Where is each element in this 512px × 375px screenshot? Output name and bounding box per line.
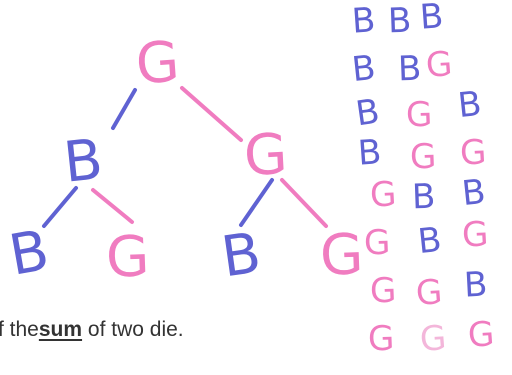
outcome-cell: B [387, 0, 413, 42]
tree-level2-node-g: G [242, 121, 290, 190]
outcome-cell: B [353, 91, 382, 135]
edge-b-to-b [42, 186, 78, 228]
edge-g-to-b [239, 178, 274, 227]
outcome-cell: B [350, 0, 377, 42]
outcome-cell: G [363, 222, 392, 264]
outcome-cell: B [356, 132, 383, 174]
outcome-cell: G [409, 136, 438, 178]
tree-root-node: G [133, 29, 182, 98]
outcome-cell: G [368, 174, 398, 216]
caption-emphasis: sum [38, 318, 83, 341]
outcome-cell: G [466, 314, 496, 356]
outcome-cell: G [424, 44, 454, 86]
outcome-cell: G [458, 132, 488, 174]
outcome-cell: B [415, 219, 444, 263]
tree-leaf-node-4: G [318, 222, 365, 289]
outcome-cell: G [418, 318, 448, 360]
caption-prefix: f the [0, 318, 39, 341]
outcome-cell: B [418, 0, 445, 38]
caption-suffix: of two die. [82, 318, 184, 341]
outcome-cell: G [405, 94, 434, 136]
caption-text: f thesum of two die. [0, 318, 184, 342]
edge-root-to-g [180, 86, 243, 142]
outcome-cell: B [349, 47, 378, 91]
tree-level2-node-b: B [60, 127, 106, 196]
outcome-cell: G [367, 318, 396, 360]
outcome-cell: G [414, 272, 444, 314]
outcome-cell: B [411, 176, 437, 218]
outcome-cell: G [460, 214, 490, 256]
outcome-cell: B [397, 48, 423, 90]
outcome-cell: G [369, 270, 398, 312]
outcome-cell: B [455, 83, 484, 127]
outcome-cell: B [462, 264, 489, 306]
outcome-cell: B [459, 171, 488, 215]
edge-g-to-g [280, 178, 328, 228]
edge-b-to-g [91, 188, 134, 224]
tree-leaf-node-2: G [104, 224, 151, 291]
tree-leaf-node-3: B [217, 220, 265, 291]
edge-root-to-b [111, 88, 137, 130]
